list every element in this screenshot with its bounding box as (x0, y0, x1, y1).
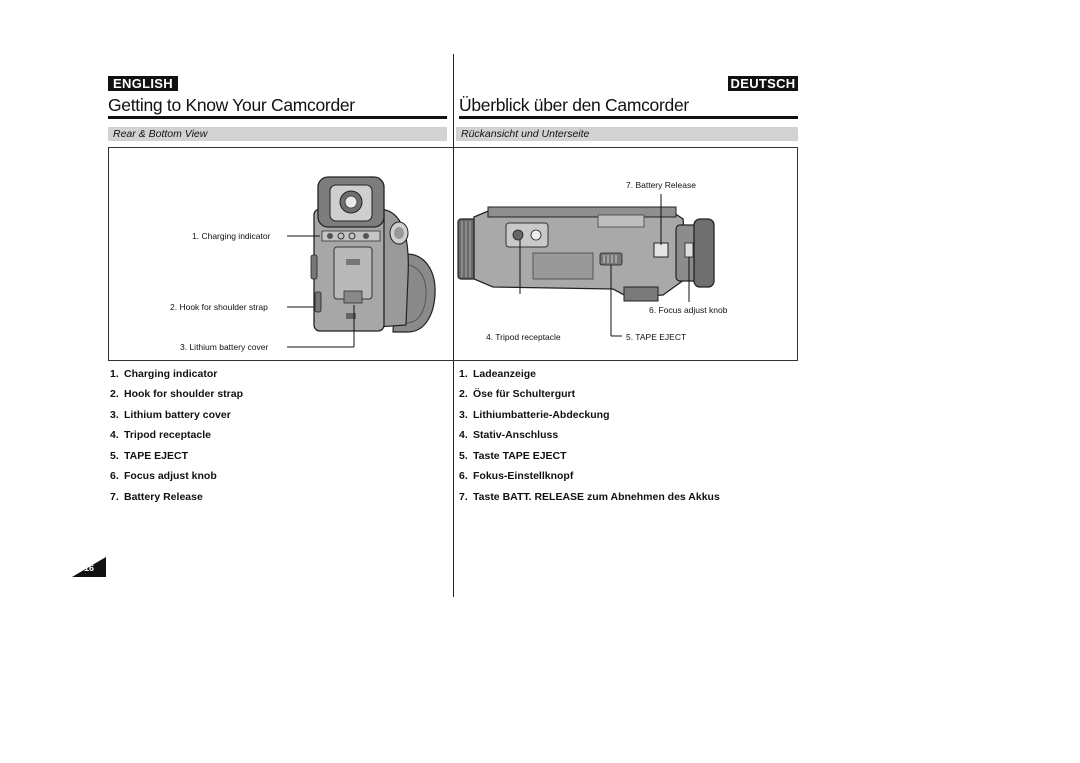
list-item: 6.Focus adjust knob (110, 470, 217, 482)
deutsch-badge: DEUTSCH (728, 76, 798, 91)
callout-focus-adjust-knob: 6. Focus adjust knob (649, 305, 728, 315)
title-rule-right (459, 116, 798, 119)
list-item: 7.Battery Release (110, 491, 203, 503)
list-item: 4.Stativ-Anschluss (459, 429, 559, 441)
callout-hook-shoulder-strap: 2. Hook for shoulder strap (170, 302, 268, 312)
list-item: 1.Charging indicator (110, 368, 218, 380)
callout-lithium-battery-cover: 3. Lithium battery cover (180, 342, 269, 352)
list-item: 2.Hook for shoulder strap (110, 388, 244, 400)
camcorder-illustration (287, 176, 715, 348)
column-divider (453, 54, 454, 597)
list-item: 2.Öse für Schultergurt (459, 388, 576, 400)
page-number-tab: 16 (72, 557, 106, 577)
figure-box (108, 147, 798, 361)
section-heading-german: Rückansicht und Unterseite (456, 127, 798, 141)
callout-battery-release: 7. Battery Release (626, 180, 696, 190)
list-item: 1.Ladeanzeige (459, 368, 537, 380)
list-item: 5.TAPE EJECT (110, 450, 188, 462)
english-badge: ENGLISH (108, 76, 178, 91)
rear-view-camcorder (287, 176, 436, 348)
callout-charging-indicator: 1. Charging indicator (192, 231, 271, 241)
list-item: 6.Fokus-Einstellknopf (459, 470, 574, 482)
list-item: 5.Taste TAPE EJECT (459, 450, 567, 462)
section-heading-english: Rear & Bottom View (108, 127, 447, 141)
list-item: 3.Lithiumbatterie-Abdeckung (459, 409, 610, 421)
bottom-view-camcorder (457, 194, 715, 337)
list-item: 3.Lithium battery cover (110, 409, 231, 421)
page-title-german: Überblick über den Camcorder (459, 95, 689, 115)
page-number: 16 (84, 563, 95, 573)
list-item: 4.Tripod receptacle (110, 429, 211, 441)
page-title-english: Getting to Know Your Camcorder (108, 95, 355, 115)
page-number-shape (72, 557, 106, 577)
list-item: 7.Taste BATT. RELEASE zum Abnehmen des A… (459, 491, 720, 503)
title-rule-left (108, 116, 447, 119)
callout-tripod-receptacle: 4. Tripod receptacle (486, 332, 561, 342)
callout-tape-eject: 5. TAPE EJECT (626, 332, 687, 342)
